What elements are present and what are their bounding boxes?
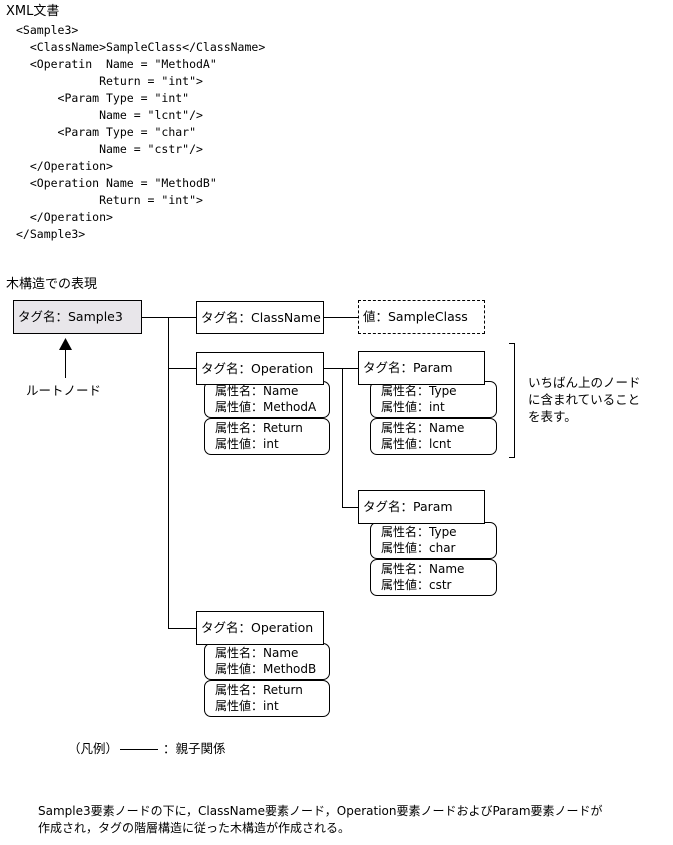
bracket-top xyxy=(509,343,515,344)
param-1-node-label: タグ名：Param xyxy=(363,360,453,375)
value-node-label: 値：SampleClass xyxy=(363,309,468,324)
attr-value-text: 属性値：lcnt xyxy=(381,437,452,451)
operation-b-node: タグ名：Operation xyxy=(196,611,324,645)
xml-line: Return = "int"> xyxy=(16,193,203,207)
operation-a-node: タグ名：Operation xyxy=(196,352,324,385)
attr-name-text: 属性名：Return xyxy=(215,683,303,697)
attr-name-text: 属性名：Name xyxy=(381,562,465,576)
side-note-line: を表す。 xyxy=(528,409,577,424)
connector-to-operation-a xyxy=(168,368,197,369)
attr-name-text: 属性名：Type xyxy=(381,525,457,539)
root-node-label: タグ名：Sample3 xyxy=(18,309,123,324)
operation-b-attr-name: 属性名：Name 属性値：MethodB xyxy=(204,643,330,680)
root-node: タグ名：Sample3 xyxy=(13,300,142,334)
xml-line: <Operation Name = "MethodB" xyxy=(16,176,217,190)
attr-value-text: 属性値：MethodA xyxy=(215,400,317,414)
param-2-attr-name: 属性名：Name 属性値：cstr xyxy=(370,559,497,596)
caption: Sample3要素ノードの下に，ClassName要素ノード，Operation… xyxy=(38,803,603,837)
operation-b-node-label: タグ名：Operation xyxy=(201,620,314,635)
connector-to-operation-b xyxy=(168,628,197,629)
classname-node-label: タグ名：ClassName xyxy=(201,309,321,325)
root-arrow-head-icon xyxy=(59,338,72,350)
connector-root-trunk xyxy=(141,317,169,318)
attr-name-text: 属性名：Name xyxy=(215,384,299,398)
operation-a-attr-return: 属性名：Return 属性値：int xyxy=(204,418,330,455)
legend-line xyxy=(120,749,158,750)
param-2-node-label: タグ名：Param xyxy=(363,499,453,514)
tree-heading: 木構造での表現 xyxy=(6,277,98,292)
connector-to-param-2 xyxy=(342,507,358,508)
xml-code-block: <Sample3> <ClassName>SampleClass</ClassN… xyxy=(16,22,265,243)
param-2-attr-type: 属性名：Type 属性値：char xyxy=(370,522,497,559)
xml-line: Name = "cstr"/> xyxy=(16,142,203,156)
attr-name-text: 属性名：Type xyxy=(381,384,457,398)
attr-value-text: 属性値：cstr xyxy=(381,578,452,592)
xml-line: <Operatin Name = "MethodA" xyxy=(16,57,217,71)
operation-a-attr-name: 属性名：Name 属性値：MethodA xyxy=(204,381,330,418)
side-note-line: いちばん上のノード xyxy=(528,375,641,390)
legend-label: （凡例） xyxy=(68,741,119,756)
legend-text: ：親子関係 xyxy=(163,741,226,756)
attr-value-text: 属性値：int xyxy=(381,400,445,414)
xml-line: <Param Type = "int" xyxy=(16,91,190,105)
caption-line: 作成され，タグの階層構造に従った木構造が作成される。 xyxy=(38,821,351,835)
operation-b-attr-return: 属性名：Return 属性値：int xyxy=(204,680,330,717)
bracket-vertical xyxy=(514,343,515,458)
xml-line: <Param Type = "char" xyxy=(16,125,197,139)
value-node: 値：SampleClass xyxy=(358,300,485,334)
param-1-attr-name: 属性名：Name 属性値：lcnt xyxy=(370,418,497,455)
xml-heading: XML文書 xyxy=(6,4,60,19)
root-arrow-shaft xyxy=(65,344,66,378)
param-1-attr-type: 属性名：Type 属性値：int xyxy=(370,381,497,418)
bracket-bottom xyxy=(509,457,515,458)
xml-line: </Sample3> xyxy=(16,227,86,241)
xml-line: <ClassName>SampleClass</ClassName> xyxy=(16,40,266,54)
caption-line: Sample3要素ノードの下に，ClassName要素ノード，Operation… xyxy=(38,804,603,818)
connector-operation-a-params xyxy=(323,368,358,369)
connector-to-classname xyxy=(168,317,197,318)
attr-value-text: 属性値：int xyxy=(215,699,279,713)
xml-line: Name = "lcnt"/> xyxy=(16,108,203,122)
connector-trunk-vertical xyxy=(168,317,169,628)
side-note: いちばん上のノード に含まれていること を表す。 xyxy=(528,374,641,425)
connector-classname-value xyxy=(323,317,359,318)
side-note-line: に含まれていること xyxy=(528,392,641,407)
attr-value-text: 属性値：int xyxy=(215,437,279,451)
xml-line: Return = "int"> xyxy=(16,74,203,88)
attr-name-text: 属性名：Return xyxy=(215,421,303,435)
classname-node: タグ名：ClassName xyxy=(196,301,324,334)
param-2-node: タグ名：Param xyxy=(358,490,485,524)
root-node-caption: ルートノード xyxy=(26,383,102,398)
attr-name-text: 属性名：Name xyxy=(215,646,299,660)
operation-a-node-label: タグ名：Operation xyxy=(201,360,314,376)
connector-params-vertical xyxy=(342,368,343,508)
xml-line: </Operation> xyxy=(16,210,113,224)
attr-value-text: 属性値：char xyxy=(381,541,456,555)
param-1-node: タグ名：Param xyxy=(358,351,485,385)
attr-value-text: 属性値：MethodB xyxy=(215,662,317,676)
xml-line: <Sample3> xyxy=(16,23,79,37)
attr-name-text: 属性名：Name xyxy=(381,421,465,435)
xml-line: </Operation> xyxy=(16,159,113,173)
